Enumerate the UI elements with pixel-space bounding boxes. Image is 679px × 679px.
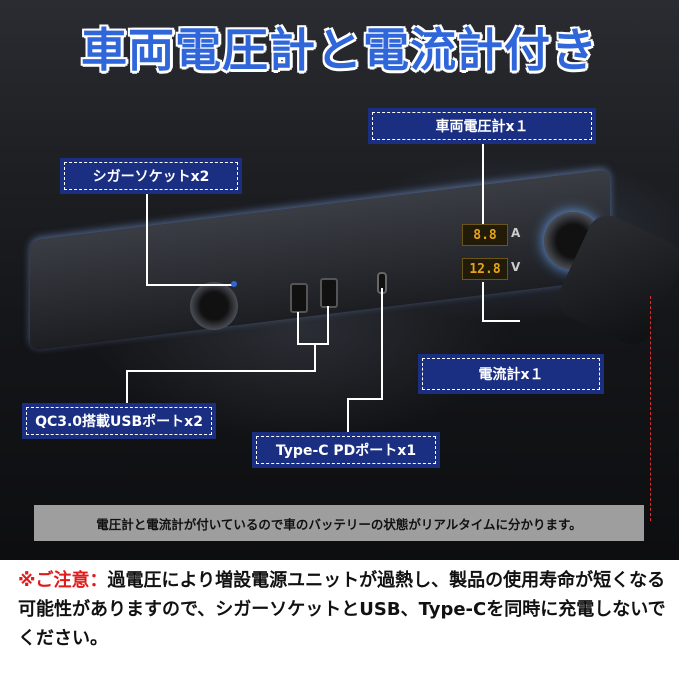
voltmeter-unit: V xyxy=(511,260,521,274)
connector-usb-h xyxy=(297,343,329,345)
cigar-socket-left xyxy=(190,282,238,330)
label-voltmeter: 車両電圧計x１ xyxy=(368,108,596,144)
caution-text: 過電圧により増設電源ユニットが過熱し、製品の使用寿命が短くなる可能性がありますの… xyxy=(18,570,666,649)
connector-usb-2 xyxy=(327,306,329,344)
connector-usb-v2 xyxy=(126,370,128,404)
connector-usb-h2 xyxy=(126,370,316,372)
label-usb-port: QC3.0搭載USBポートx2 xyxy=(22,403,216,439)
info-banner: 電圧計と電流計が付いているので車のバッテリーの状態がリアルタイムに分かります。 xyxy=(34,505,644,541)
connector-typec-v xyxy=(381,288,383,400)
caution-label: ※ご注意： xyxy=(18,570,108,591)
connector-typec-h xyxy=(347,398,383,400)
page-title: 車両電圧計と電流計付き xyxy=(81,23,598,77)
product-photo: 8.8 A 12.8 V xyxy=(0,0,679,560)
charger-callout-line xyxy=(650,296,651,521)
voltmeter-display: 12.8 xyxy=(462,258,508,280)
label-cigar-socket: シガーソケットx2 xyxy=(60,158,242,194)
caution-notice: ※ご注意：過電圧により増設電源ユニットが過熱し、製品の使用寿命が短くなる可能性が… xyxy=(18,566,666,653)
usb-port-1 xyxy=(290,283,308,313)
connector-usb-1 xyxy=(297,312,299,344)
ammeter-display: 8.8 xyxy=(462,224,508,246)
connector-cigar-h xyxy=(146,284,234,286)
label-typec-port: Type-C PDポートx1 xyxy=(252,432,440,468)
connector-ammeter-h xyxy=(482,320,520,322)
cigar-marker xyxy=(231,281,237,287)
connector-usb-v xyxy=(314,343,316,371)
connector-ammeter-v xyxy=(482,282,484,322)
connector-cigar-v xyxy=(146,192,148,284)
connector-voltmeter xyxy=(482,142,484,224)
ammeter-unit: A xyxy=(511,226,521,240)
power-panel xyxy=(30,169,610,351)
label-ammeter: 電流計x１ xyxy=(418,354,604,394)
usb-port-2 xyxy=(320,278,338,308)
connector-typec-v2 xyxy=(347,398,349,432)
